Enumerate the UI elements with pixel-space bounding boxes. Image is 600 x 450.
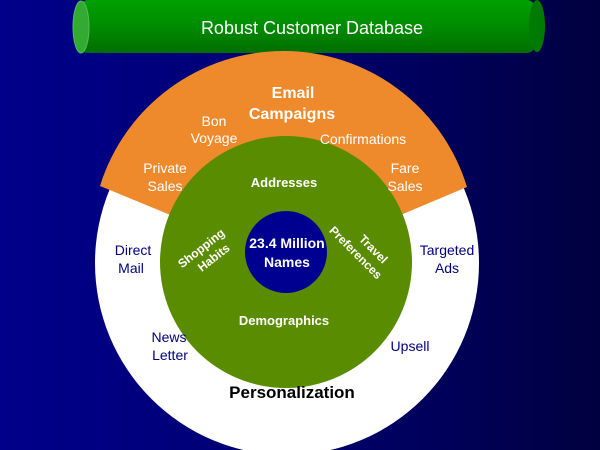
email-heading-line2: Campaigns bbox=[249, 106, 335, 123]
private-sales-line2: Sales bbox=[147, 178, 182, 194]
addresses-label: Addresses bbox=[251, 175, 317, 190]
names-label: Names bbox=[264, 254, 310, 270]
names-count: 23.4 Million bbox=[249, 235, 324, 251]
news-letter-line1: News bbox=[151, 329, 186, 345]
database-cylinder: Robust Customer Database bbox=[72, 0, 545, 54]
direct-mail-line1: Direct bbox=[115, 242, 152, 258]
fare-sales-line2: Sales bbox=[387, 178, 422, 194]
database-title: Robust Customer Database bbox=[201, 18, 423, 38]
bon-voyage-line2: Voyage bbox=[191, 130, 238, 146]
fare-sales-line1: Fare bbox=[391, 160, 420, 176]
targeted-ads-line2: Ads bbox=[435, 260, 459, 276]
confirmations-label: Confirmations bbox=[320, 131, 406, 147]
upsell-label: Upsell bbox=[391, 338, 430, 354]
email-heading-line1: Email bbox=[272, 85, 315, 102]
demographics-label: Demographics bbox=[239, 313, 329, 328]
names-core bbox=[245, 211, 327, 293]
bon-voyage-line1: Bon bbox=[202, 113, 227, 129]
targeted-ads-line1: Targeted bbox=[420, 242, 474, 258]
personalization-heading: Personalization bbox=[229, 383, 355, 402]
private-sales-line1: Private bbox=[143, 160, 187, 176]
direct-mail-line2: Mail bbox=[118, 260, 144, 276]
news-letter-line2: Letter bbox=[152, 347, 188, 363]
